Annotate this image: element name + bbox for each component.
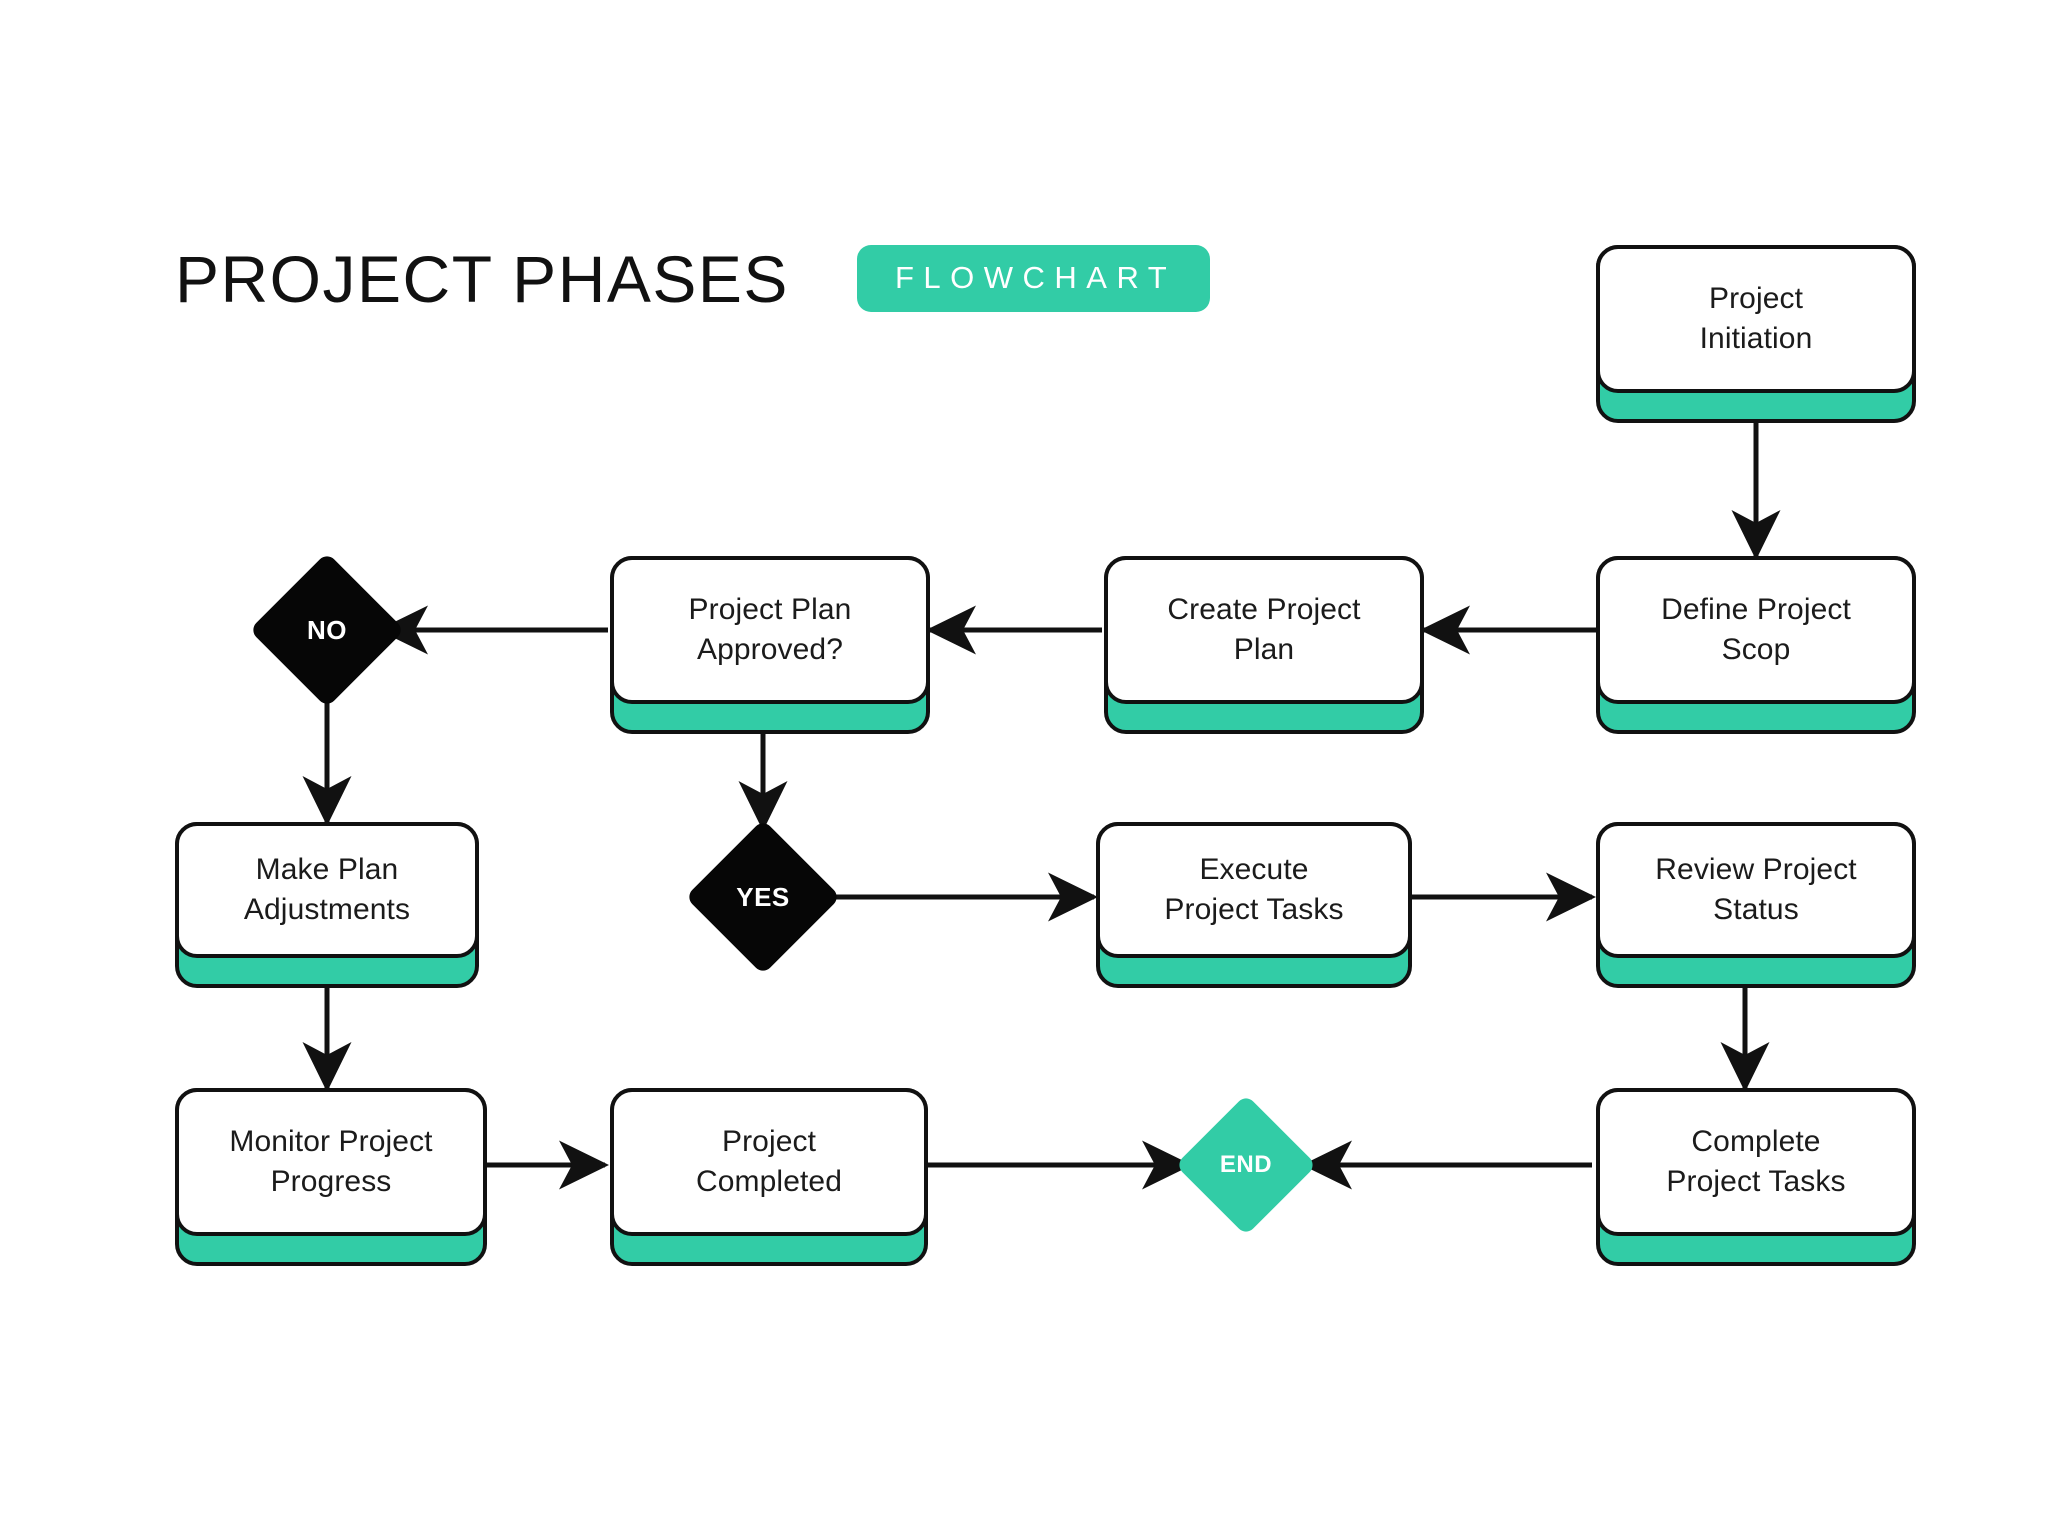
node-face: Review Project Status xyxy=(1596,822,1916,958)
node-end[interactable]: END xyxy=(1175,1094,1317,1236)
node-review-project-status[interactable]: Review Project Status xyxy=(1596,822,1916,988)
node-face: Project Initiation xyxy=(1596,245,1916,393)
node-label: Project Completed xyxy=(696,1125,842,1198)
node-monitor-project-progress[interactable]: Monitor Project Progress xyxy=(175,1088,487,1266)
node-define-project-scope[interactable]: Define Project Scop xyxy=(1596,556,1916,734)
node-label: Monitor Project Progress xyxy=(229,1125,433,1198)
node-face: Create Project Plan xyxy=(1104,556,1424,704)
node-label: Review Project Status xyxy=(1655,853,1857,926)
node-label: Project Initiation xyxy=(1699,282,1813,355)
node-face: Project Completed xyxy=(610,1088,928,1236)
page-title: PROJECT PHASES xyxy=(175,241,789,316)
node-label: Make Plan Adjustments xyxy=(243,853,411,926)
node-face: Define Project Scop xyxy=(1596,556,1916,704)
node-project-completed[interactable]: Project Completed xyxy=(610,1088,928,1266)
node-execute-project-tasks[interactable]: Execute Project Tasks xyxy=(1096,822,1412,988)
node-label: Project Plan Approved? xyxy=(688,593,852,666)
node-label: Complete Project Tasks xyxy=(1666,1125,1846,1198)
node-face: Make Plan Adjustments xyxy=(175,822,479,958)
node-project-initiation[interactable]: Project Initiation xyxy=(1596,245,1916,423)
node-label: Define Project Scop xyxy=(1661,593,1851,666)
header: PROJECT PHASES FLOWCHART xyxy=(175,241,1211,316)
decision-no[interactable]: NO xyxy=(249,552,405,708)
decision-yes-label: YES xyxy=(736,882,790,912)
node-label: Execute Project Tasks xyxy=(1164,853,1344,926)
decision-yes[interactable]: YES xyxy=(685,819,841,975)
node-project-plan-approved[interactable]: Project Plan Approved? xyxy=(610,556,930,734)
node-make-plan-adjustments[interactable]: Make Plan Adjustments xyxy=(175,822,479,988)
node-face: Complete Project Tasks xyxy=(1596,1088,1916,1236)
node-face: Monitor Project Progress xyxy=(175,1088,487,1236)
node-complete-project-tasks[interactable]: Complete Project Tasks xyxy=(1596,1088,1916,1266)
node-create-project-plan[interactable]: Create Project Plan xyxy=(1104,556,1424,734)
node-face: Execute Project Tasks xyxy=(1096,822,1412,958)
decision-no-label: NO xyxy=(307,615,347,645)
flowchart-badge: FLOWCHART xyxy=(856,245,1211,312)
end-label: END xyxy=(1219,1151,1273,1178)
node-label: Create Project Plan xyxy=(1167,593,1361,666)
node-face: Project Plan Approved? xyxy=(610,556,930,704)
